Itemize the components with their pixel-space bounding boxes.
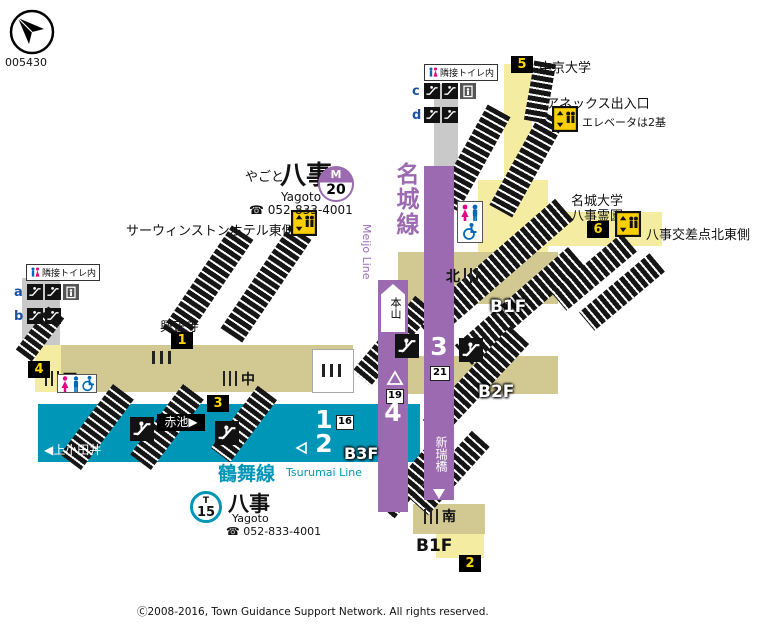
elevator-icon xyxy=(552,106,578,132)
direction-aratamabashi-label: 新瑞橋 xyxy=(434,436,448,472)
poi-chukyo-university: 中京大学 xyxy=(539,61,592,76)
legend-row-a xyxy=(27,284,79,300)
escalator-icon xyxy=(45,284,61,300)
station-romaji: Yagoto xyxy=(281,190,322,204)
exit-1: 1 xyxy=(171,332,193,349)
station-name-tsurumai: 八事 xyxy=(228,492,270,516)
legend-row-d xyxy=(424,107,458,123)
poi-intersection-ne: 八事交差点北東側 xyxy=(646,228,751,243)
escalator-icon xyxy=(395,334,419,358)
exit-3: 3 xyxy=(207,395,229,412)
legend-letter-c: c xyxy=(412,84,420,99)
legend-letter-a: a xyxy=(14,285,23,300)
gate-middle-label: 中 xyxy=(241,372,255,388)
copyright: Ⓒ2008-2016, Town Guidance Support Networ… xyxy=(137,606,489,618)
escalator-icon xyxy=(459,338,483,362)
escalator-icon xyxy=(215,421,239,445)
floor-b1f-north-label: B1F xyxy=(490,297,527,317)
escalator-icon xyxy=(45,308,61,324)
platform-2-number: 2 xyxy=(315,429,333,458)
poi-koshoji: 興正寺 xyxy=(160,320,200,335)
direction-arrow-motoyama: 本山 xyxy=(381,284,405,332)
exit-4: 4 xyxy=(28,361,50,378)
legend-row-b xyxy=(27,308,61,324)
left-arrow-outline-icon xyxy=(294,441,308,455)
legend-letter-d: d xyxy=(412,108,422,123)
legend-letter-b: b xyxy=(14,309,24,324)
mini-toilet-icon xyxy=(429,67,438,77)
direction-motoyama-label: 本山 xyxy=(389,297,402,319)
station-name-kana: やごと xyxy=(245,170,285,185)
floor-b2f-label: B2F xyxy=(478,382,515,402)
stairwell-box xyxy=(312,349,354,393)
marker-box-21: 21 xyxy=(430,366,450,381)
compass-north-icon xyxy=(8,8,56,56)
floor-b1f-south-label: B1F xyxy=(416,536,453,556)
badge-number-15: 15 xyxy=(196,505,216,520)
gate-north-label: 北 xyxy=(446,269,460,285)
elevator-icon xyxy=(291,210,317,236)
ticket-gate-middle-icon xyxy=(223,371,238,386)
badge-number-20: 20 xyxy=(326,182,346,198)
toilet-note-top: 隣接トイレ内 xyxy=(424,64,499,81)
station-badge-m20: M 20 xyxy=(318,166,354,202)
direction-kamiotai-label: ◀上小田井 xyxy=(44,443,102,457)
up-arrow-outline-icon xyxy=(386,370,404,386)
exit-2: 2 xyxy=(459,555,481,572)
escalator-icon xyxy=(27,308,43,324)
platform-3-number: 3 xyxy=(430,332,448,361)
toilet-note-left: 隣接トイレ内 xyxy=(26,264,101,281)
escalator-icon xyxy=(442,107,458,123)
elevator-mini-icon xyxy=(460,83,476,99)
poi-yagoto-reien: 八事霊園 xyxy=(571,209,624,224)
mini-toilet-icon xyxy=(31,267,40,277)
toilet-icon xyxy=(457,201,483,243)
gate-south-label: 南 xyxy=(442,509,456,525)
tsurumai-line-name: 鶴舞線 xyxy=(218,463,276,485)
escalator-icon xyxy=(27,284,43,300)
elevator-icon xyxy=(615,211,641,237)
legend-row-c xyxy=(424,83,476,99)
platform-4-number: 4 xyxy=(384,398,402,427)
floor-b3f-label: B3F xyxy=(344,444,379,463)
marker-box-19: 19 xyxy=(386,389,404,404)
toilet-icon xyxy=(57,374,97,393)
map-id: 005430 xyxy=(5,56,47,69)
path-exit2 xyxy=(436,534,484,558)
station-romaji-tsurumai: Yagoto xyxy=(232,512,269,525)
tsurumai-line-romaji: Tsurumai Line xyxy=(286,466,363,479)
direction-akaike-label: 赤池▶ xyxy=(157,414,205,431)
escalator-icon xyxy=(424,83,440,99)
badge-letter-m: M xyxy=(330,168,342,181)
stairs-mark-icon xyxy=(152,351,174,364)
poi-annex-note: エレベータは2基 xyxy=(582,116,666,129)
poi-hotel: サーウィンストンホテル東側 xyxy=(126,224,295,239)
down-arrow-icon xyxy=(432,488,446,500)
ticket-gate-south-icon xyxy=(424,509,439,524)
exit-6: 6 xyxy=(587,221,609,238)
exit-5: 5 xyxy=(511,56,533,73)
meijo-line-name: 名城線 xyxy=(392,162,418,237)
station-phone: ☎ 052-833-4001 xyxy=(249,203,353,217)
station-badge-t15: T 15 xyxy=(190,491,222,523)
ticket-gate-north-icon xyxy=(464,268,479,283)
elevator-mini-icon xyxy=(63,284,79,300)
escalator-icon xyxy=(442,83,458,99)
escalator-icon xyxy=(424,107,440,123)
marker-box-16: 16 xyxy=(336,415,354,430)
stairs-mark-icon xyxy=(322,364,344,377)
platform-1-number: 1 xyxy=(315,405,333,434)
meijo-platform3-band xyxy=(424,166,454,500)
toilet-note-top-text: 隣接トイレ内 xyxy=(440,69,495,79)
meijo-line-romaji: Meijo Line xyxy=(360,224,373,280)
poi-meijo-university: 名城大学 xyxy=(571,194,624,209)
station-phone-tsurumai: ☎ 052-833-4001 xyxy=(226,525,322,538)
escalator-icon xyxy=(130,417,154,441)
toilet-note-left-text: 隣接トイレ内 xyxy=(42,269,97,279)
badge-letter-t: T xyxy=(202,496,210,506)
